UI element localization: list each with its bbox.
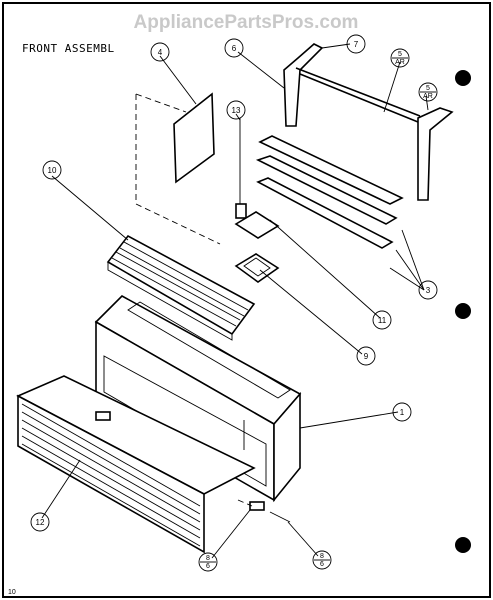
svg-text:AR: AR	[395, 59, 405, 66]
callout-10: 10	[42, 160, 62, 180]
svg-text:1: 1	[400, 408, 405, 417]
callout-11: 11	[372, 310, 392, 330]
horizontal-strips	[255, 135, 404, 249]
svg-text:8: 8	[206, 555, 210, 562]
svg-text:13: 13	[232, 106, 241, 115]
svg-text:4: 4	[158, 48, 163, 57]
top-grille	[106, 234, 256, 341]
svg-text:6: 6	[320, 561, 324, 568]
callout-1: 1	[392, 402, 412, 422]
small-clip	[235, 118, 247, 219]
callout-4: 4	[150, 42, 170, 62]
svg-text:5: 5	[398, 51, 402, 58]
svg-text:5: 5	[426, 85, 430, 92]
small-plate	[234, 211, 280, 239]
svg-text:6: 6	[232, 44, 237, 53]
callout-5-ar-lower: 5 AR	[418, 82, 438, 102]
side-panel	[135, 92, 221, 245]
binder-hole-top	[455, 70, 471, 86]
callout-8-6-right: 8 6	[312, 550, 332, 570]
bottom-fasteners	[237, 499, 291, 523]
callout-5-ar-upper: 5 AR	[390, 48, 410, 68]
callout-8-6-left: 8 6	[198, 552, 218, 572]
callout-9: 9	[356, 346, 376, 366]
callout-13: 13	[226, 100, 246, 120]
svg-text:9: 9	[364, 352, 369, 361]
svg-text:12: 12	[36, 518, 45, 527]
binder-hole-bottom	[455, 537, 471, 553]
svg-text:10: 10	[48, 166, 57, 175]
diagram-title: FRONT ASSEMBL	[22, 42, 115, 55]
svg-text:7: 7	[354, 40, 359, 49]
square-filter-box	[234, 253, 280, 283]
watermark-text: AppliancePartsPros.com	[134, 12, 359, 33]
callout-6: 6	[224, 38, 244, 58]
front-panel	[16, 375, 256, 554]
callout-7: 7	[346, 34, 366, 54]
svg-text:6: 6	[206, 563, 210, 570]
page-number: 10	[8, 589, 16, 596]
binder-hole-middle	[455, 303, 471, 319]
callout-12: 12	[30, 512, 50, 532]
svg-text:AR: AR	[423, 93, 433, 100]
svg-text:11: 11	[378, 316, 387, 325]
leader-lines	[41, 43, 429, 559]
svg-text:3: 3	[426, 286, 431, 295]
svg-text:8: 8	[320, 553, 324, 560]
callout-3: 3	[418, 280, 438, 300]
top-frame-bracket	[283, 43, 454, 201]
